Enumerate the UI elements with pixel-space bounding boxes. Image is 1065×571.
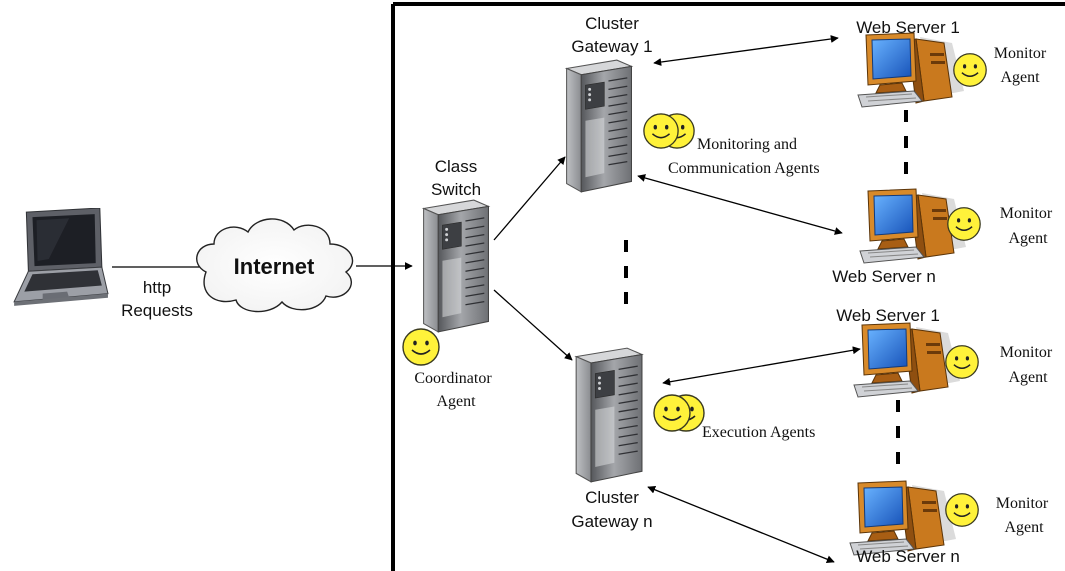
laptop-icon (13, 208, 109, 307)
bottom-webservern-monitor-agent-smiley-icon (945, 493, 979, 527)
requests-label: Requests (121, 301, 193, 320)
gateway1-label-line1: Cluster (585, 14, 639, 33)
gatewayn-webserver1-arrow (662, 346, 861, 386)
top-webservern-monitor-agent-label-line1: Monitor (1000, 205, 1053, 222)
gateway1-agents-smiley-icon (643, 113, 695, 149)
gateway1-agents-label-line1: Monitoring and (697, 136, 797, 153)
gatewayn-server-icon (575, 347, 643, 483)
switch-to-gatewayn-arrow (493, 289, 573, 361)
gateway1-webservern-arrow (637, 174, 843, 235)
gatewayn-agents-label: Execution Agents (702, 424, 815, 441)
bottom-webserver1-monitor-agent-label-line1: Monitor (1000, 344, 1053, 361)
gateway1-server-icon (565, 59, 633, 193)
gateway1-label-line2: Gateway 1 (571, 37, 652, 56)
bottom-webservern-monitor-agent-label-line1: Monitor (996, 495, 1049, 512)
gatewayn-label-line1: Cluster (585, 488, 639, 507)
gateway1-webserver1-arrow (653, 35, 839, 66)
class-switch-server-icon (422, 199, 490, 333)
top-webservern-label: Web Server n (832, 267, 936, 286)
top-webserver1-monitor-agent-label-line1: Monitor (994, 45, 1047, 62)
class-switch-label-line2: Switch (431, 180, 481, 199)
top-webservern-monitor-agent-smiley-icon (947, 207, 981, 241)
datacenter-boundary (391, 2, 1065, 571)
bottom-webservern-monitor-agent-label-line2: Agent (1004, 519, 1044, 536)
coordinator-agent-label-line1: Coordinator (414, 370, 492, 387)
class-switch-label-line1: Class (435, 157, 478, 176)
bottom-webserver1-monitor-agent-label-line2: Agent (1008, 369, 1048, 386)
bottom-webservern-computer-icon (849, 480, 957, 556)
bottom-webserver1-computer-icon (853, 322, 961, 398)
coordinator-agent-smiley-icon (402, 328, 440, 366)
top-webserver1-label: Web Server 1 (856, 18, 960, 37)
top-webserver1-monitor-agent-label-line2: Agent (1000, 69, 1040, 86)
gatewayn-agents-smiley-icon (653, 394, 705, 432)
switch-to-gateway1-arrow (493, 156, 566, 241)
gateway1-agents-label-line2: Communication Agents (668, 160, 820, 177)
top-webserver1-monitor-agent-smiley-icon (953, 53, 987, 87)
coordinator-agent-label-line2: Agent (436, 393, 476, 410)
bottom-webservern-label: Web Server n (856, 547, 960, 566)
internet-cloud-icon (196, 218, 354, 313)
bottom-webserver1-label: Web Server 1 (836, 306, 940, 325)
gatewayn-label-line2: Gateway n (571, 512, 652, 531)
connectors (112, 35, 861, 564)
gatewayn-webservern-arrow (647, 485, 835, 564)
top-webserver1-computer-icon (857, 32, 965, 108)
top-webservern-monitor-agent-label-line2: Agent (1008, 230, 1048, 247)
bottom-webserver1-monitor-agent-smiley-icon (945, 345, 979, 379)
internet-label: Internet (234, 254, 315, 279)
http-label: http (143, 278, 171, 297)
